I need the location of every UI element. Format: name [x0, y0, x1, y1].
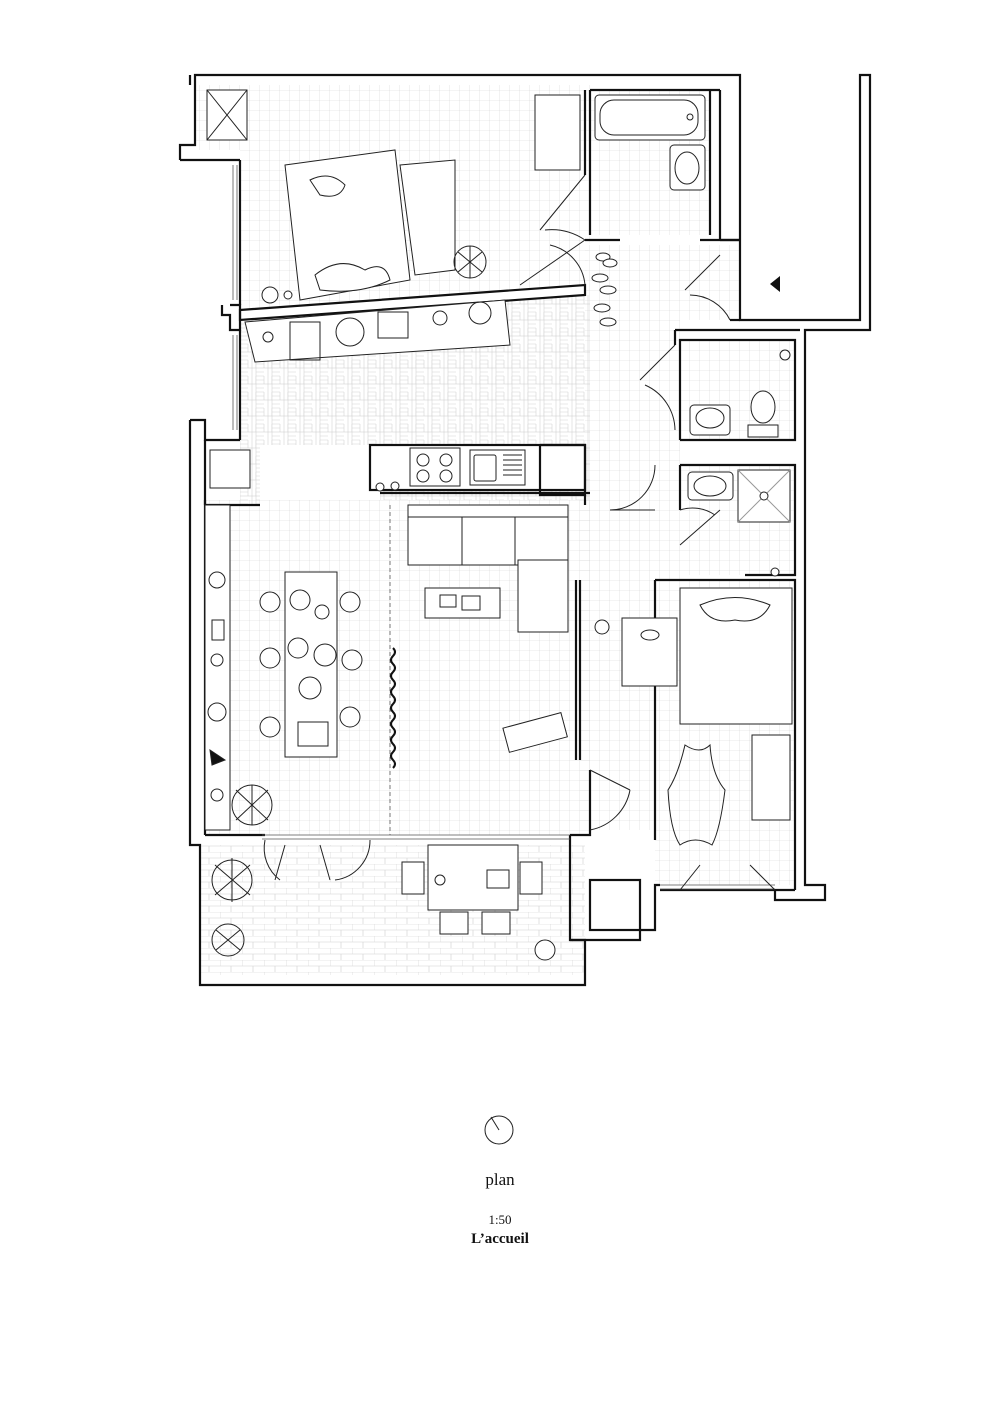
balcony-furniture: [211, 844, 556, 961]
dining: [259, 571, 363, 758]
windows: [232, 165, 775, 890]
shoes: [591, 252, 618, 327]
cooktop: [409, 447, 461, 487]
entrance-arrow-icon: [770, 276, 780, 292]
shower-door: [679, 507, 721, 546]
rug: [667, 743, 726, 846]
chair-c: [439, 911, 469, 935]
entry-door: [684, 254, 731, 321]
corridor-floor: [580, 245, 740, 830]
chair-a: [401, 861, 425, 895]
shaft-2: [209, 449, 251, 489]
bedroom2-furniture: [667, 567, 793, 846]
chair-d: [481, 911, 511, 935]
drawing-title: plan: [485, 1170, 515, 1189]
balcony-doors: [263, 839, 371, 881]
bath-cabinet: [534, 94, 581, 171]
floor-plan: [178, 73, 872, 987]
bedroom-furniture: [261, 149, 487, 304]
wc-door: [639, 344, 676, 431]
desk: [621, 617, 678, 687]
kitchen: [209, 447, 526, 492]
chair-b: [519, 861, 543, 895]
toilet-bowl: [750, 390, 776, 424]
window-casement: [679, 864, 776, 891]
toilet-tank: [747, 424, 779, 438]
plant-3: [211, 923, 245, 957]
west-shelving: [204, 504, 273, 831]
bedroom2-door: [589, 769, 631, 831]
bed-1: [284, 149, 411, 301]
project-name: L’accueil: [471, 1231, 529, 1247]
hall-door: [609, 464, 656, 511]
bed-bench: [399, 159, 456, 276]
fan-1: [261, 286, 279, 304]
north-wall: [178, 73, 742, 245]
bedroom-door: [519, 239, 586, 286]
lounger: [502, 712, 568, 753]
wardrobe: [244, 299, 511, 363]
doors: [263, 174, 776, 891]
bath-door: [539, 174, 586, 241]
drawing-scale: 1:50: [488, 1212, 512, 1227]
bathroom-fixtures: [206, 89, 791, 523]
balcony-lamp: [534, 939, 556, 961]
north-arrow-icon: [484, 1115, 514, 1145]
curtain: [390, 647, 396, 769]
living-furniture: [407, 504, 678, 753]
dresser: [751, 734, 791, 821]
sofa-chaise: [517, 559, 569, 633]
pillows-1: [314, 263, 391, 292]
